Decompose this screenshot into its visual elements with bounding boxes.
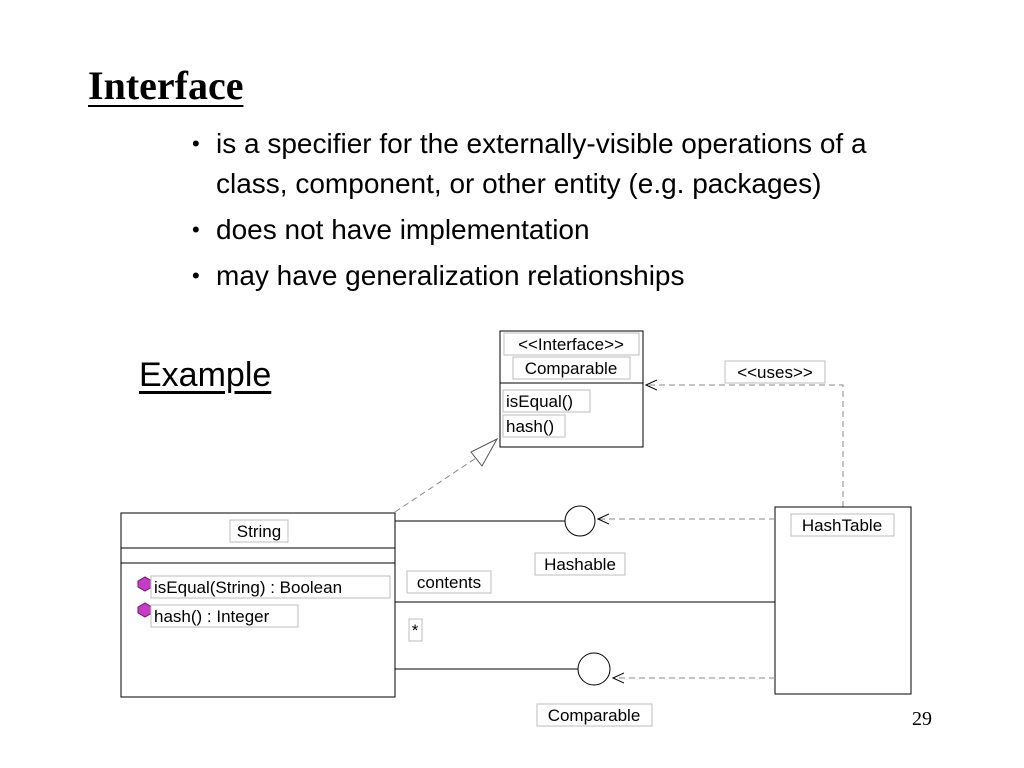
- bullet-item: • does not have implementation: [190, 210, 870, 250]
- realization-arrowhead: [470, 437, 499, 467]
- uses-dependency-line: [646, 385, 844, 507]
- hashable-lollipop-icon: [564, 505, 596, 537]
- page-number: 29: [912, 708, 932, 730]
- hashtable-class-name: HashTable: [802, 516, 882, 535]
- hashable-label: Hashable: [544, 555, 616, 574]
- bullet-item: • is a specifier for the externally-visib…: [190, 124, 870, 204]
- hashtable-class[interactable]: HashTable: [774, 506, 912, 695]
- bullet-text: does not have implementation: [216, 214, 590, 245]
- uses-label: <<uses>>: [737, 363, 813, 382]
- example-label: Example: [139, 356, 272, 394]
- bullet-icon: •: [192, 217, 200, 242]
- multiplicity-frame: [408, 618, 423, 642]
- interface-stereotype: <<Interface>>: [518, 335, 624, 354]
- uses-label-frame: [724, 360, 826, 384]
- realization-line: [394, 457, 477, 513]
- comparable-lollipop-icon: [577, 652, 611, 686]
- interface-operation: hash(): [506, 417, 554, 436]
- interface-operation: isEqual(): [506, 392, 573, 411]
- bullet-list: • is a specifier for the externally-visib…: [190, 124, 870, 302]
- comparable-label-frame: [536, 703, 653, 727]
- bullet-item: • may have generalization relationships: [190, 256, 870, 296]
- string-operation: isEqual(String) : Boolean: [154, 578, 342, 597]
- bullet-icon: •: [192, 263, 200, 288]
- association-role-label: contents: [417, 573, 481, 592]
- bullet-icon: •: [192, 131, 200, 156]
- string-operation: hash() : Integer: [154, 607, 270, 626]
- slide-title: Interface: [88, 63, 244, 108]
- bullet-text: may have generalization relationships: [216, 260, 685, 291]
- comparable-label: Comparable: [548, 706, 641, 725]
- string-class[interactable]: String isEqual(String) : Boolean hash() …: [120, 512, 396, 698]
- association-role-frame: [406, 570, 492, 594]
- interface-class-comparable[interactable]: <<Interface>> Comparable isEqual() hash(…: [499, 330, 644, 448]
- interface-name: Comparable: [525, 359, 618, 378]
- hashable-label-frame: [534, 552, 626, 576]
- string-class-name: String: [237, 522, 281, 541]
- bullet-text: is a specifier for the externally-visibl…: [216, 128, 867, 199]
- multiplicity-label: *: [412, 621, 419, 640]
